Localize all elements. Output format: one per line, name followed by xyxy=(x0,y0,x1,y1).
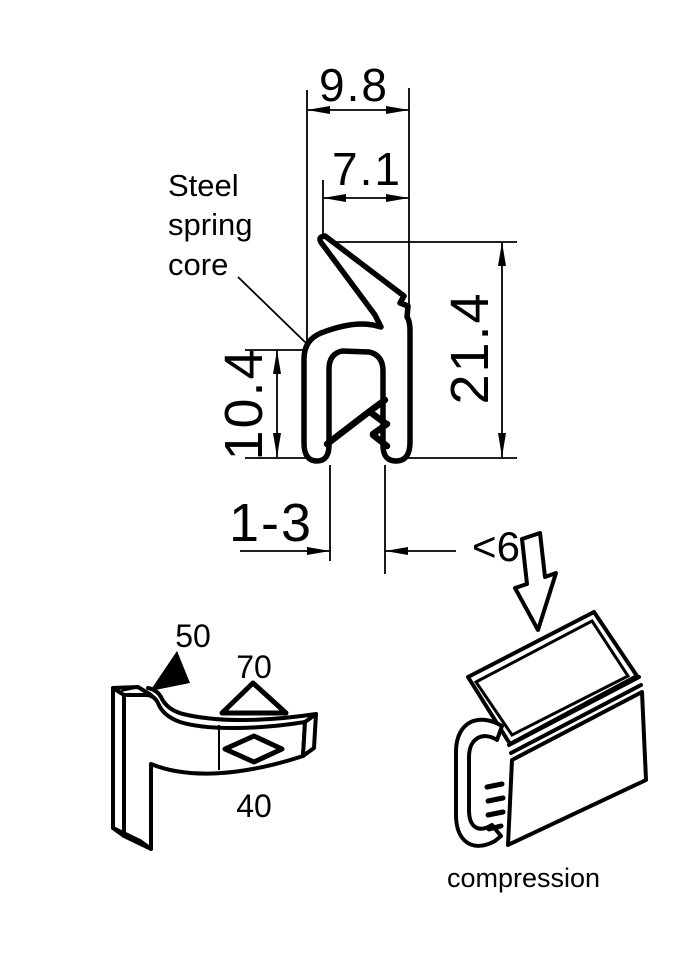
compression-view: <6 compression xyxy=(447,523,648,893)
arrowhead-13-left xyxy=(307,547,330,555)
seal3d-grip-teeth xyxy=(484,781,506,832)
radius-inner-triangle xyxy=(219,680,289,716)
arrowhead-214-top xyxy=(498,242,506,266)
hook-front-face xyxy=(122,693,307,851)
dimension-top-width: 9.8 xyxy=(307,59,409,114)
seal-profile-silhouette xyxy=(301,233,413,464)
arrowhead-104-top xyxy=(273,350,281,374)
dimension-value-top-width: 9.8 xyxy=(319,59,389,111)
arrowhead-98-right xyxy=(386,106,409,114)
hook-arm-top-edge xyxy=(146,686,318,722)
seal3d-clamp-channel xyxy=(454,717,504,848)
bend-radius-view: 50 70 40 xyxy=(111,618,318,851)
radius-outer-value: 40 xyxy=(236,788,272,824)
radius-top-pointer-triangle xyxy=(150,651,190,691)
hook-arm-side-face xyxy=(301,712,318,758)
profile-cross-section-view: 9.8 7.1 21.4 10.4 xyxy=(214,59,517,574)
dimension-total-height: 21.4 xyxy=(440,242,506,457)
compression-arrow xyxy=(513,531,558,632)
hook-bottom-edge xyxy=(111,826,153,851)
dimension-clamp-height: 10.4 xyxy=(214,347,281,461)
core-leader-line xyxy=(237,276,308,345)
seal3d-body xyxy=(506,690,648,847)
grip-teeth xyxy=(323,396,391,450)
seal3d-edge-line-2 xyxy=(509,683,643,755)
compression-caption: compression xyxy=(447,863,600,893)
dimension-lip-width: 7.1 xyxy=(323,143,409,202)
dimension-grip-range: 1-3 xyxy=(229,493,456,555)
dimension-value-grip-range: 1-3 xyxy=(229,493,313,553)
dimension-value-lip-width: 7.1 xyxy=(332,143,402,195)
core-label: Steel spring core xyxy=(168,168,253,282)
dimension-value-clamp-height: 10.4 xyxy=(214,347,274,460)
arrowhead-104-bottom xyxy=(273,433,281,457)
radius-outer-diamond xyxy=(222,733,285,765)
arrowhead-13-right xyxy=(385,547,408,555)
arrowhead-98-left xyxy=(307,106,330,114)
max-compression-value: <6 xyxy=(472,523,520,570)
arrowhead-71-left xyxy=(323,194,346,202)
arrowhead-71-right xyxy=(386,194,409,202)
radius-inner-value: 70 xyxy=(236,649,272,685)
seal3d-lip-inner-edge xyxy=(473,619,631,737)
hook-top-split xyxy=(120,687,136,692)
radius-top-value: 50 xyxy=(175,618,211,654)
arrowhead-214-bottom xyxy=(498,433,506,457)
dimension-value-total-height: 21.4 xyxy=(440,291,500,404)
